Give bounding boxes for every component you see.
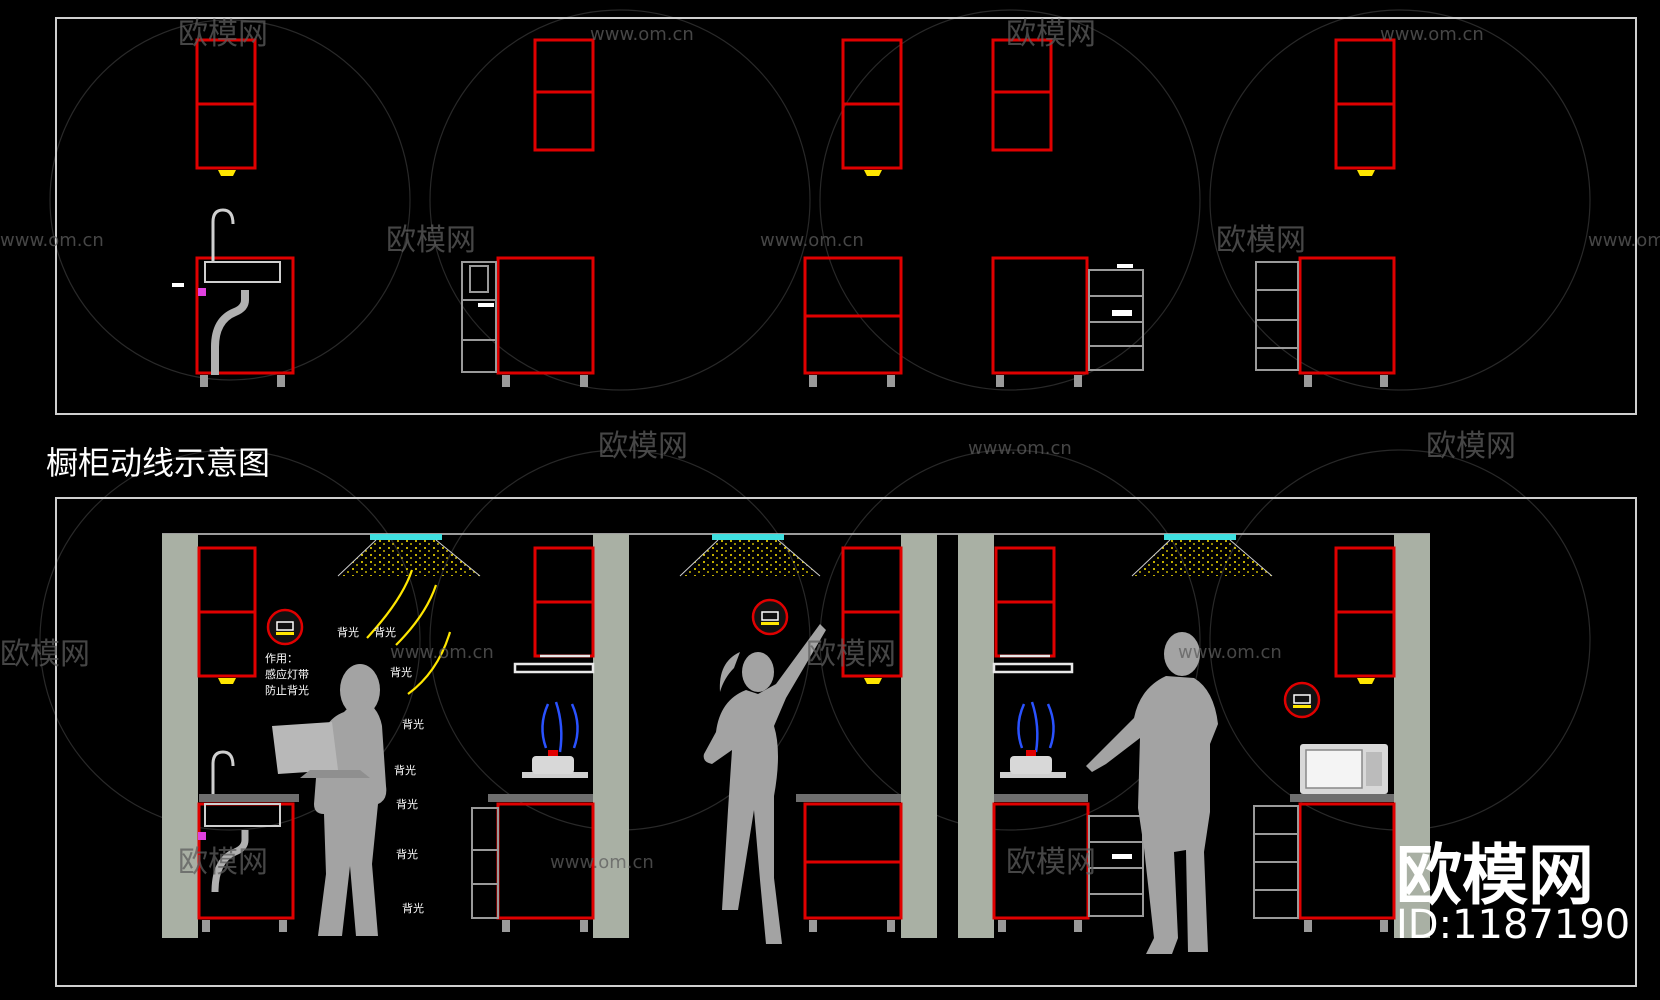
- sensor-light-icon: [218, 170, 236, 176]
- watermark-url: www.om.cn: [550, 852, 654, 873]
- brand-id-text: ID:1187190: [1396, 902, 1631, 948]
- backlight-label: 背光: [390, 665, 412, 679]
- backlight-label: 背光: [396, 797, 418, 811]
- backlight-label: 背光: [402, 717, 424, 731]
- watermark-url: www.om.cn: [590, 24, 694, 45]
- person-man: [1086, 632, 1218, 954]
- watermark-logo: 欧模网: [1006, 17, 1096, 52]
- watermark-url: www.om.cn: [968, 438, 1072, 459]
- person-woman-reaching: [703, 624, 826, 944]
- sensor-light-icon: [864, 170, 882, 176]
- microwave-icon: [1300, 744, 1388, 794]
- ceiling-light-icon: [1131, 534, 1273, 577]
- base-cabinets-row: [195, 256, 1396, 375]
- sensor-light-icon: [1283, 681, 1321, 719]
- pull-out-basket-icon: [1088, 815, 1144, 917]
- bottom-frame: [55, 497, 1637, 987]
- sensor-light-icon: [1357, 170, 1375, 176]
- pull-out-basket-icon: [461, 261, 497, 373]
- annotation-line-2: 感应灯带: [265, 667, 309, 681]
- watermark-logo: 欧模网: [1216, 223, 1306, 258]
- watermark-logo: 欧模网: [386, 223, 476, 258]
- watermark-url: www.om.cn: [0, 230, 104, 251]
- brand-logo-text: 欧模网: [1396, 837, 1594, 914]
- faucet-icon: [204, 750, 281, 893]
- person-woman-laptop: [272, 664, 387, 936]
- ceiling-light-icon: [337, 534, 481, 577]
- base-cabinets-row: [197, 802, 1396, 920]
- backlight-label: 背光: [337, 625, 359, 639]
- annotation-line-1: 作用：: [265, 652, 298, 665]
- range-hood-icon: [992, 654, 1074, 674]
- watermark-logo: 欧模网: [178, 845, 268, 880]
- watermark-logo: 欧模网: [598, 429, 688, 464]
- watermark-url: www.om.cn: [1588, 230, 1660, 251]
- sensor-light-icon: [218, 678, 236, 684]
- pull-out-basket-icon: [1253, 805, 1299, 919]
- upper-cabinets-row: [195, 38, 1396, 170]
- diagram-title: 橱柜动线示意图: [46, 444, 271, 482]
- watermark-url: www.om.cn: [1380, 24, 1484, 45]
- watermark-logo: 欧模网: [806, 637, 896, 672]
- faucet-icon: [204, 208, 281, 375]
- backlight-label: 背光: [394, 763, 416, 777]
- watermark-logo: 欧模网: [1426, 429, 1516, 464]
- range-hood-icon: [513, 654, 595, 674]
- watermark-url: www.om.cn: [390, 642, 494, 663]
- watermark-url: www.om.cn: [760, 230, 864, 251]
- pull-out-basket-icon: [1255, 261, 1299, 371]
- backlight-label: 背光: [374, 625, 396, 639]
- backlight-label: 背光: [402, 901, 424, 915]
- annotation-line-3: 防止背光: [265, 683, 309, 697]
- watermark-logo: 欧模网: [1006, 845, 1096, 880]
- top-frame: [55, 17, 1637, 415]
- ceiling-light-icon: [679, 534, 821, 577]
- wall-right-b: [1394, 534, 1430, 938]
- pull-out-basket-icon: [471, 807, 499, 919]
- sensor-light-icon: [864, 678, 882, 684]
- sensor-light-icon: [751, 598, 789, 636]
- wall-center-left: [593, 534, 629, 938]
- stove-pot-icon: [522, 750, 588, 778]
- sensor-light-icon: [266, 608, 304, 646]
- watermark-logo: 欧模网: [0, 637, 90, 672]
- sensor-light-icon: [1357, 678, 1375, 684]
- stove-pot-icon: [1000, 750, 1066, 778]
- watermark-logo: 欧模网: [178, 17, 268, 52]
- backlight-label: 背光: [396, 847, 418, 861]
- watermark-url: www.om.cn: [1178, 642, 1282, 663]
- pull-out-basket-icon: [1088, 269, 1144, 371]
- wall-left: [162, 534, 198, 938]
- wall-center-right: [901, 534, 937, 938]
- wall-right-a: [958, 534, 994, 938]
